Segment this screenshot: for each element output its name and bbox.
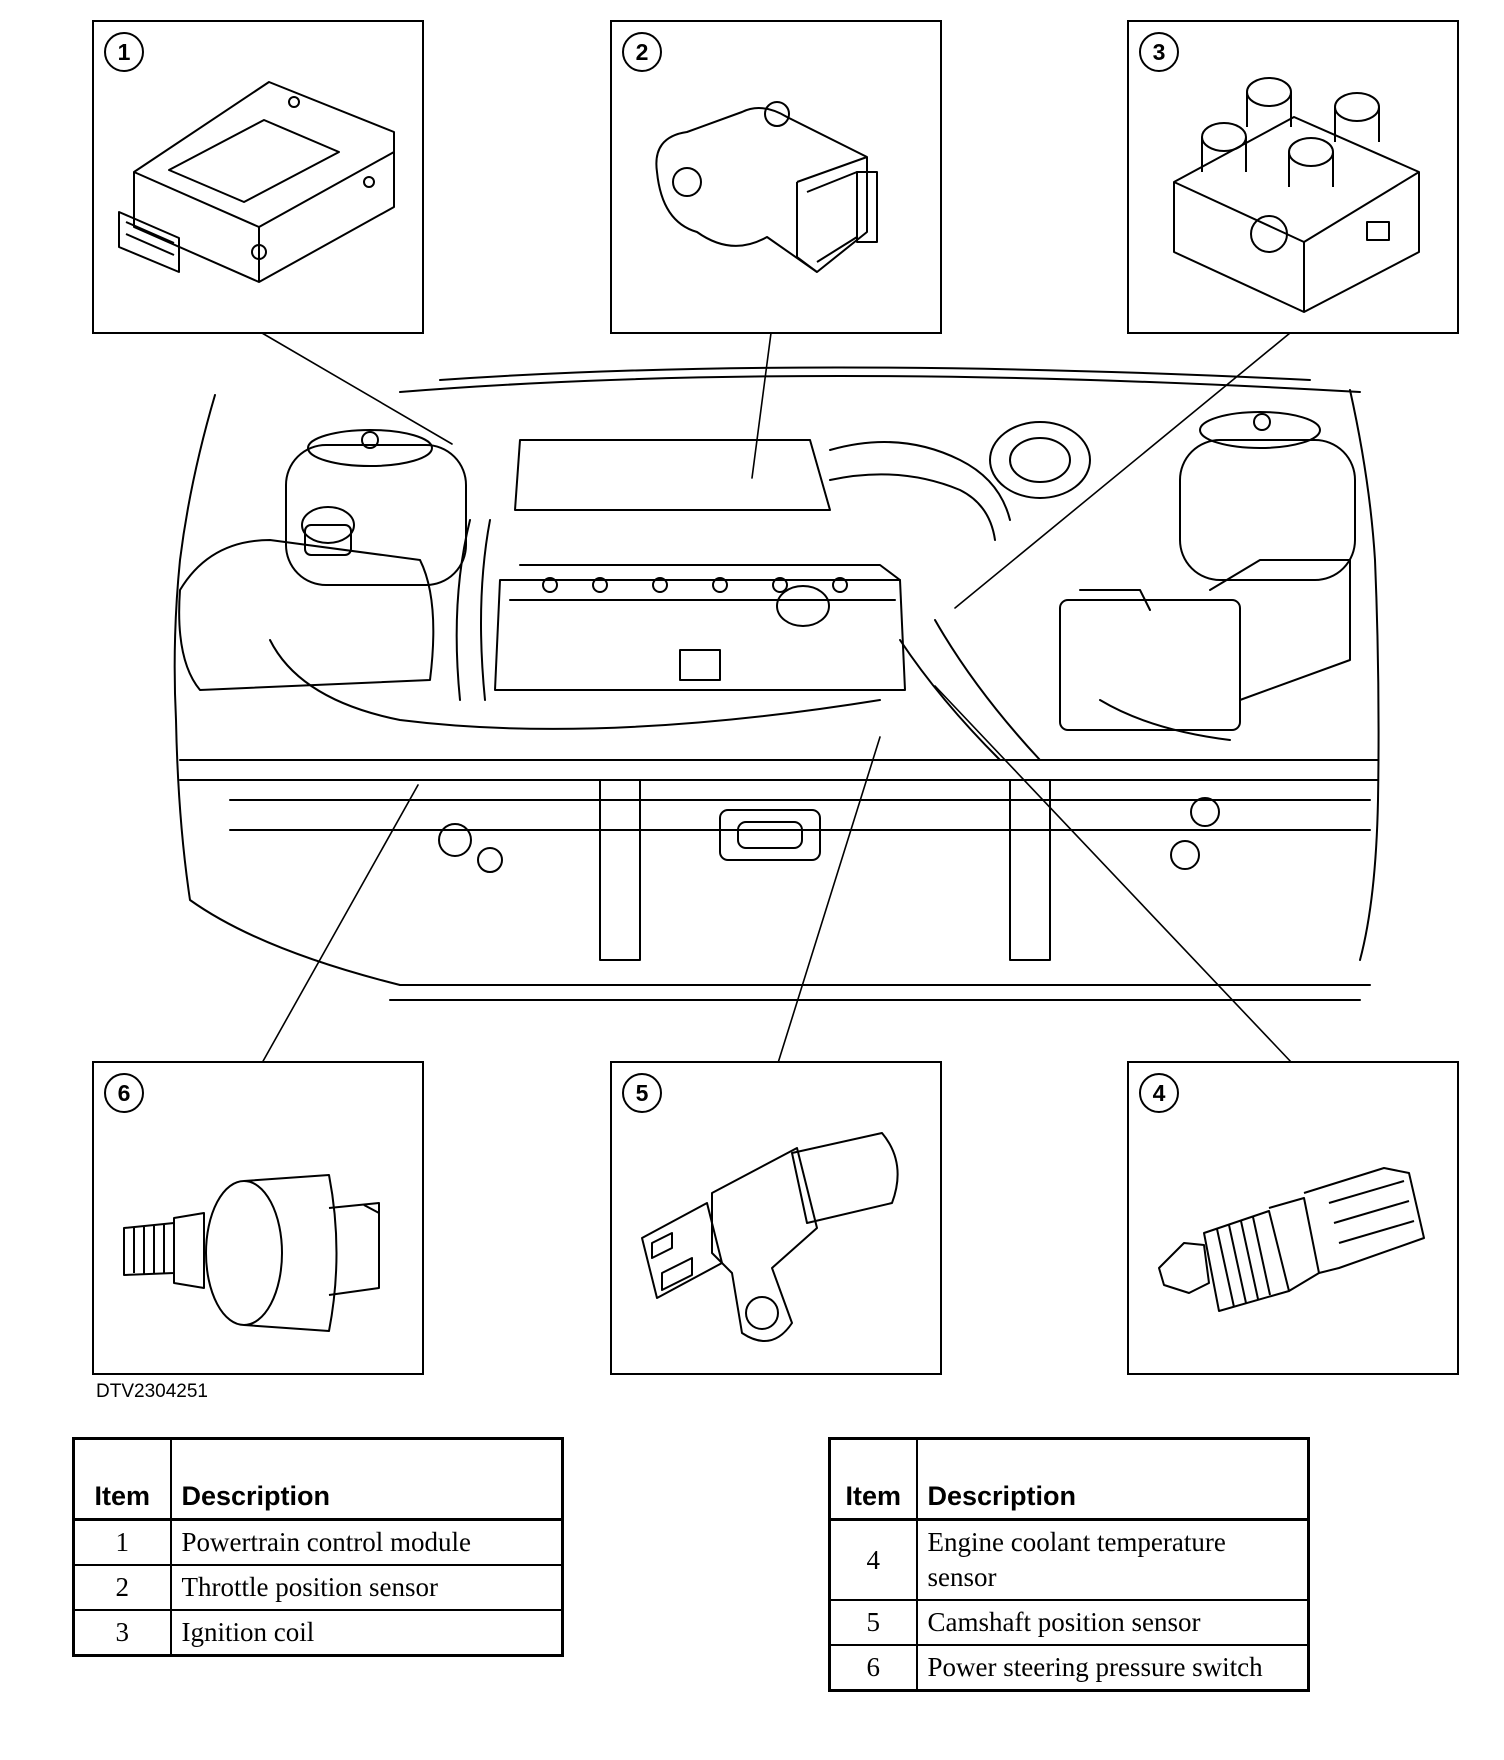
- column-header-description: Description: [169, 1438, 563, 1521]
- table-row: 2 Throttle position sensor: [73, 1564, 563, 1610]
- valve-cover: [494, 564, 906, 691]
- item-number: 2: [73, 1564, 171, 1610]
- intake-duct: [514, 421, 1091, 541]
- callout-1: 1: [104, 32, 144, 72]
- column-header-item: Item: [73, 1438, 171, 1521]
- ect-sensor-illustration: [1158, 1167, 1425, 1312]
- item-description: Powertrain control module: [169, 1518, 563, 1565]
- table-row: 5 Camshaft position sensor: [829, 1599, 1309, 1645]
- callout-4: 4: [1139, 1073, 1179, 1113]
- item-description: Engine coolant temperature sensor: [915, 1518, 1309, 1600]
- panel-powertrain-control-module: 1: [92, 20, 424, 334]
- panel-throttle-position-sensor: 2: [610, 20, 942, 334]
- table-header-row: Item Description: [73, 1438, 563, 1521]
- callout-6: 6: [104, 1073, 144, 1113]
- item-number: 5: [829, 1599, 917, 1645]
- panel-ignition-coil: 3: [1127, 20, 1459, 334]
- ps-switch-illustration: [123, 1174, 380, 1332]
- cmp-sensor-illustration: [641, 1132, 899, 1342]
- item-description: Ignition coil: [169, 1609, 563, 1656]
- item-description: Throttle position sensor: [169, 1564, 563, 1610]
- item-number: 3: [73, 1609, 171, 1656]
- pcm-illustration: [118, 81, 395, 283]
- item-number: 4: [829, 1518, 917, 1600]
- column-header-description: Description: [915, 1438, 1309, 1521]
- callout-5: 5: [622, 1073, 662, 1113]
- panel-power-steering-pressure-switch: 6: [92, 1061, 424, 1375]
- hoses: [269, 519, 1231, 761]
- legend-table-left: Item Description 1 Powertrain control mo…: [72, 1437, 564, 1657]
- table-header-row: Item Description: [829, 1438, 1309, 1521]
- callout-2: 2: [622, 32, 662, 72]
- strut-towers: [285, 411, 1356, 586]
- coolant-reservoir: [178, 506, 435, 691]
- radiator-support: [229, 779, 1371, 961]
- engine-bay-outline: [173, 366, 1380, 1001]
- item-number: 1: [73, 1518, 171, 1565]
- table-row: 3 Ignition coil: [73, 1609, 563, 1656]
- table-row: 4 Engine coolant temperature sensor: [829, 1518, 1309, 1600]
- item-number: 6: [829, 1644, 917, 1691]
- panel-engine-coolant-temperature-sensor: 4: [1127, 1061, 1459, 1375]
- panel-camshaft-position-sensor: 5: [610, 1061, 942, 1375]
- callout-3: 3: [1139, 32, 1179, 72]
- diagram-code: DTV2304251: [96, 1381, 208, 1402]
- table-row: 6 Power steering pressure switch: [829, 1644, 1309, 1691]
- item-description: Camshaft position sensor: [915, 1599, 1309, 1645]
- ignition-coil-illustration: [1173, 77, 1420, 313]
- tps-illustration: [655, 101, 878, 273]
- legend-table-right: Item Description 4 Engine coolant temper…: [828, 1437, 1310, 1692]
- battery: [1059, 559, 1351, 731]
- leader-lines: [261, 332, 1293, 1064]
- column-header-item: Item: [829, 1438, 917, 1521]
- table-row: 1 Powertrain control module: [73, 1518, 563, 1565]
- item-description: Power steering pressure switch: [915, 1644, 1309, 1691]
